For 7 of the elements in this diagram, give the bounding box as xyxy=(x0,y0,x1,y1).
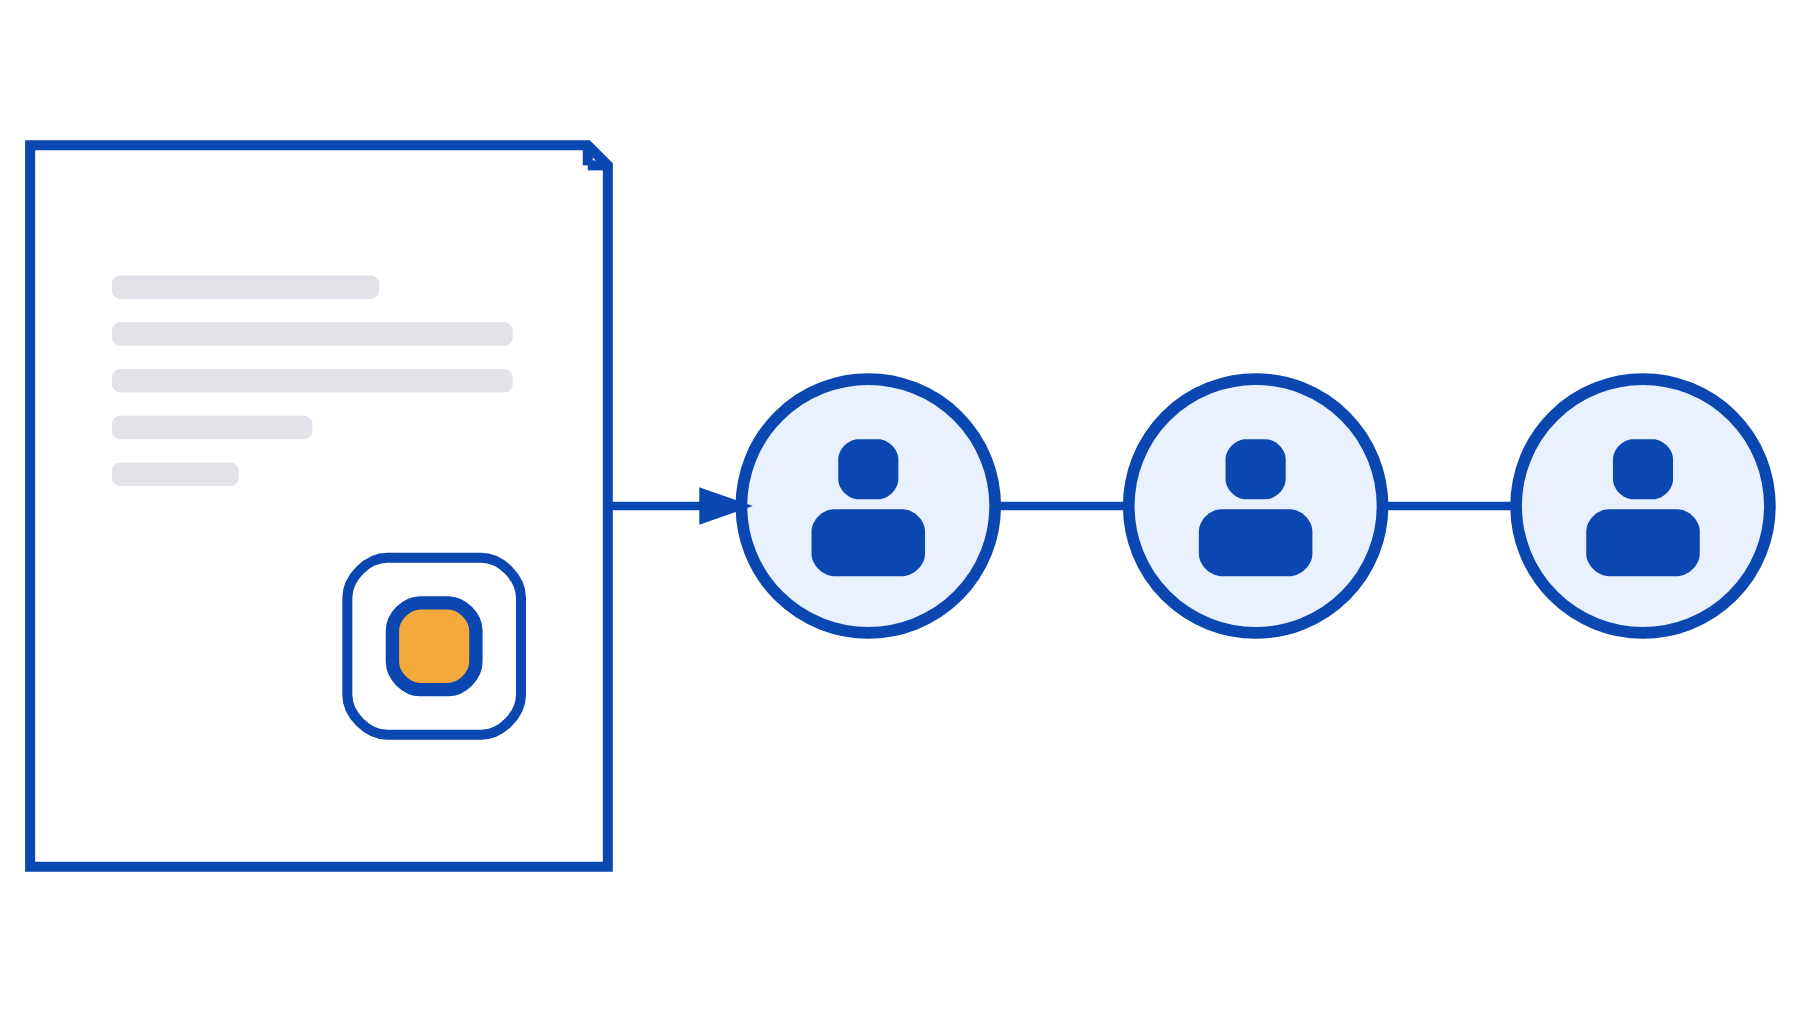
arrow xyxy=(607,487,753,525)
connector xyxy=(995,501,1128,511)
node-person xyxy=(1122,373,1389,639)
node-person xyxy=(1510,373,1776,639)
node-document xyxy=(25,140,613,872)
node-person xyxy=(735,373,1001,639)
connector xyxy=(1382,501,1516,511)
